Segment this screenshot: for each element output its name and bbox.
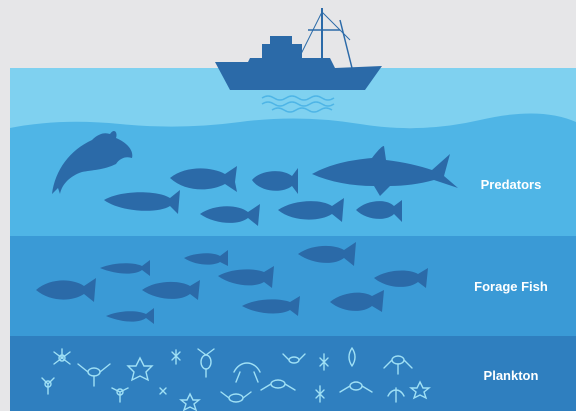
copepod-icon	[77, 363, 111, 387]
starfish-larva-icon	[409, 380, 431, 400]
zooplankton-icon	[53, 348, 71, 365]
fish-icon	[242, 296, 300, 316]
forage-fish-zone	[10, 236, 576, 336]
copepod-icon	[383, 355, 413, 375]
zooplankton-icon	[159, 387, 167, 395]
fish-icon	[36, 278, 96, 302]
fish-icon	[170, 166, 237, 192]
starfish-larva-icon	[126, 356, 154, 382]
fish-icon	[200, 204, 260, 226]
fish-icon	[298, 242, 356, 266]
fish-icon	[330, 290, 384, 312]
zooplankton-icon	[319, 353, 329, 371]
copepod-icon	[339, 381, 373, 393]
starfish-larva-icon	[179, 392, 201, 411]
fish-icon	[218, 266, 274, 288]
fish-icon	[252, 168, 298, 194]
fish-icon	[100, 260, 150, 276]
copepod-icon	[282, 353, 306, 364]
fish-icon	[106, 308, 154, 324]
fish-icon	[374, 268, 428, 288]
zooplankton-icon	[387, 387, 405, 403]
wave-lines	[261, 95, 335, 113]
shark-icon	[312, 146, 458, 196]
copepod-icon	[220, 391, 252, 403]
forage-fish-label: Forage Fish	[474, 279, 548, 294]
plankton-label: Plankton	[483, 368, 539, 383]
copepod-icon	[260, 379, 296, 391]
fish-icon	[356, 200, 402, 222]
zooplankton-icon	[315, 385, 325, 403]
dolphin-icon	[52, 131, 133, 194]
starfish-larva-icon	[348, 347, 356, 367]
fish-icon	[104, 190, 180, 214]
fish-icon	[142, 280, 200, 300]
fish-icon	[184, 250, 228, 266]
predators-label: Predators	[480, 177, 542, 192]
zooplankton-icon	[111, 387, 129, 403]
fish-icon	[278, 198, 344, 222]
fishing-boat-icon	[215, 8, 382, 90]
copepod-icon	[197, 348, 215, 378]
zooplankton-icon	[41, 377, 55, 395]
zooplankton-icon	[171, 349, 181, 365]
plankton-zone	[10, 336, 576, 411]
zooplankton-icon	[233, 362, 261, 383]
